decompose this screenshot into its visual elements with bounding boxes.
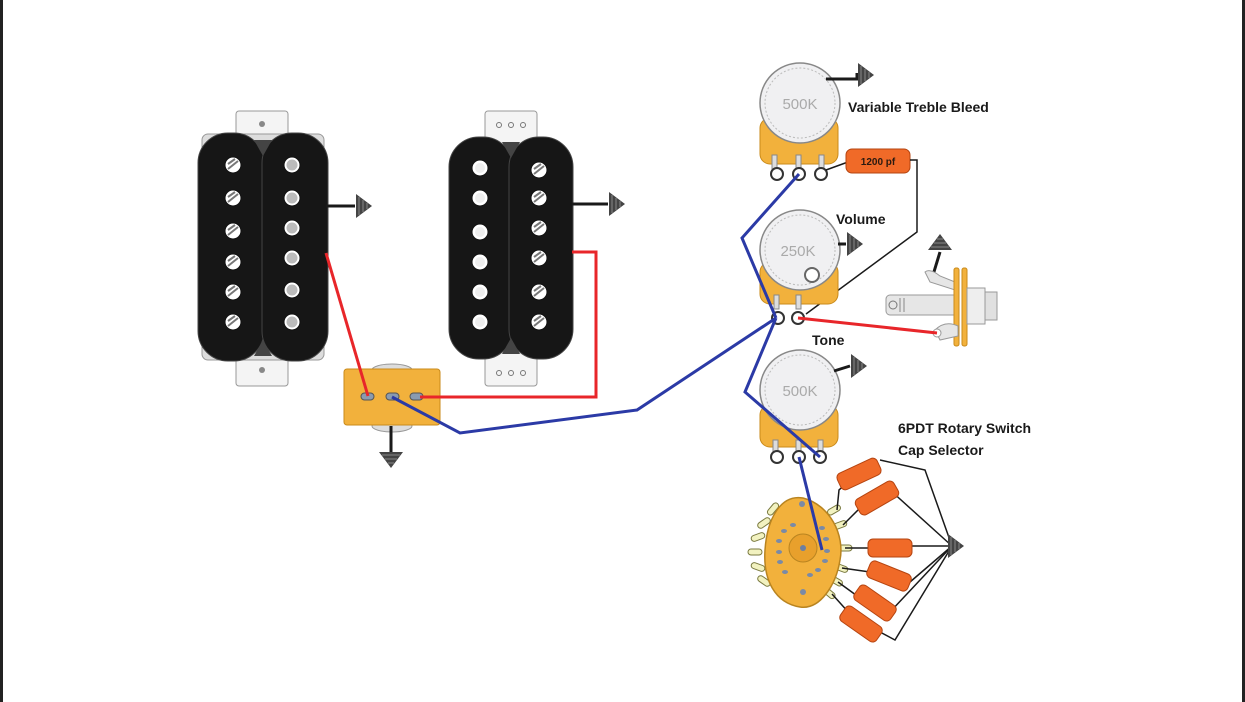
rotary-switch-label-line1: 6PDT Rotary Switch (898, 420, 1031, 436)
capacitor (854, 480, 900, 516)
capacitor (839, 605, 883, 643)
volume-label: Volume (836, 211, 886, 227)
volume-pot: 250K (759, 209, 864, 325)
wire-switch-to-volume (391, 316, 777, 435)
treble-bleed-capacitor: 1200 pf (805, 148, 918, 315)
capacitor (866, 560, 912, 592)
ground-symbol-icon (608, 191, 626, 217)
treble-bleed-pot-value: 500K (782, 96, 817, 113)
selector-capacitors (831, 457, 965, 643)
volume-pot-value: 250K (780, 243, 815, 260)
tone-pot: 500K (759, 349, 868, 464)
ground-symbol-icon (947, 533, 965, 559)
capacitor (867, 538, 913, 558)
solder-lug-icon (770, 450, 784, 464)
capacitor (836, 457, 882, 491)
ground-symbol-icon (355, 193, 373, 219)
treble-bleed-pot: 500K (759, 62, 875, 181)
wires (324, 173, 938, 551)
solder-lug-icon (770, 167, 784, 181)
ground-symbol-icon (378, 451, 404, 469)
ground-symbol-icon (846, 231, 864, 257)
capacitor (853, 584, 897, 622)
rotary-switch (747, 496, 853, 608)
tone-label: Tone (812, 332, 845, 348)
neck-pickup (197, 110, 373, 387)
output-jack (885, 233, 998, 347)
wire-treble-to-volume (740, 173, 801, 319)
rotary-switch-label-line2: Cap Selector (898, 442, 984, 458)
bridge-pickup (448, 110, 626, 387)
wire-neck-hot (324, 252, 370, 397)
ground-symbol-icon (850, 353, 868, 379)
solder-lug-icon (814, 167, 828, 181)
wire-bridge-hot (420, 250, 598, 399)
capacitor-value: 1200 pf (861, 157, 896, 168)
ground-symbol-icon (857, 62, 875, 88)
wire-volume-to-tone (743, 317, 821, 459)
wire-tone-to-rotary (797, 456, 824, 551)
treble-bleed-label: Variable Treble Bleed (848, 99, 989, 115)
tone-pot-value: 500K (782, 383, 817, 400)
ground-symbol-icon (927, 233, 953, 251)
wire-output-hot (797, 316, 938, 335)
